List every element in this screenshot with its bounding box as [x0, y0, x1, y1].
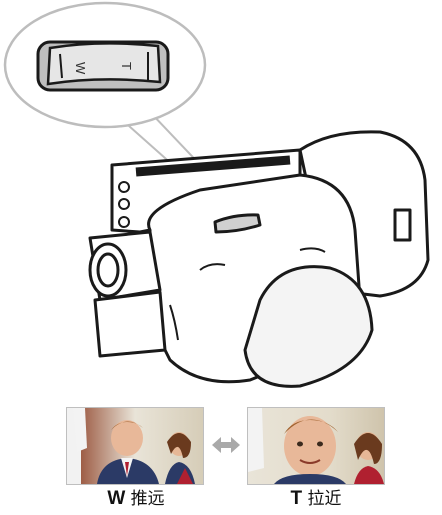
- wide-caption: W 推远: [56, 487, 216, 511]
- tele-thumbnail: [247, 407, 385, 485]
- camcorder-body: [90, 132, 428, 387]
- wide-letter: W: [107, 488, 125, 509]
- double-arrow-icon: [212, 436, 240, 454]
- tele-label: 拉近: [308, 489, 342, 509]
- lever-w-mark: W: [73, 62, 88, 75]
- wide-label: 推远: [131, 489, 165, 509]
- wide-thumbnail: [66, 407, 204, 485]
- zoom-lever-callout: W T: [5, 3, 205, 127]
- tele-letter: T: [290, 488, 302, 509]
- tele-caption: T 拉近: [236, 487, 396, 511]
- lever-t-mark: T: [119, 62, 134, 70]
- camcorder-illustration: W T: [0, 0, 442, 400]
